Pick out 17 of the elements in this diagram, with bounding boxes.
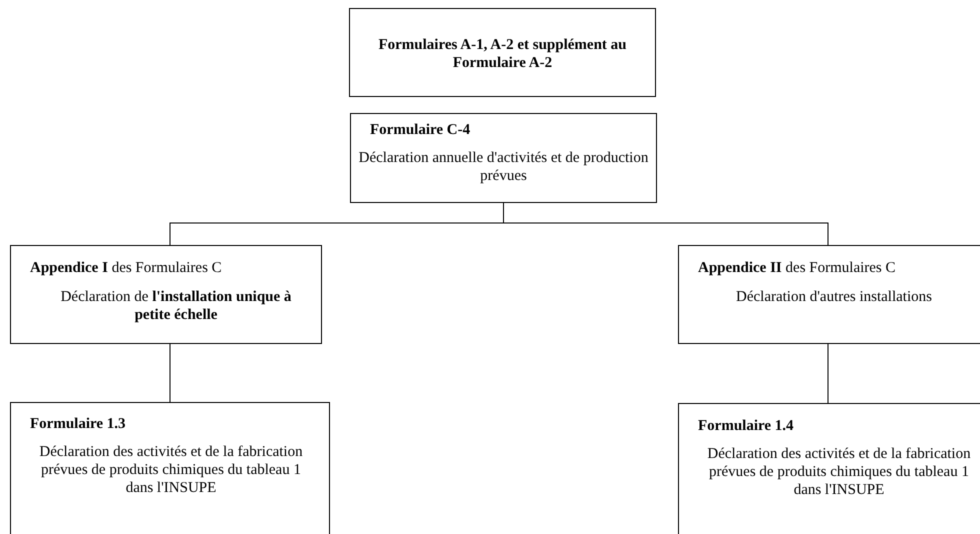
form-description: Déclaration de l'installation unique à petite échelle — [60, 288, 292, 324]
form-title: Appendice II des Formulaires C — [698, 259, 897, 277]
form-description: Déclaration d'autres installations — [735, 288, 933, 306]
form-title: Formulaire C-4 — [370, 121, 472, 139]
form-box — [350, 113, 657, 203]
form-box — [10, 245, 322, 344]
form-description: Déclaration des activités et de la fabrication prévues de produits chimiques du tableau 1 dans l'INSUPE — [706, 445, 972, 499]
form-title: Formulaire 1.3 — [30, 415, 127, 433]
form-title: Appendice I des Formulaires C — [30, 259, 223, 277]
form-title: Formulaires A-1, A-2 et supplément au Formulaire A-2 — [377, 36, 628, 72]
form-box — [678, 245, 980, 344]
form-description: Déclaration des activités et de la fabrication prévues de produits chimiques du tableau 1 dans l'INSUPE — [38, 443, 304, 497]
form-title: Formulaire 1.4 — [698, 417, 795, 435]
form-description: Déclaration annuelle d'activités et de production prévues — [358, 149, 650, 185]
form-box — [349, 8, 656, 97]
form-box — [10, 402, 330, 534]
form-box — [678, 403, 980, 534]
